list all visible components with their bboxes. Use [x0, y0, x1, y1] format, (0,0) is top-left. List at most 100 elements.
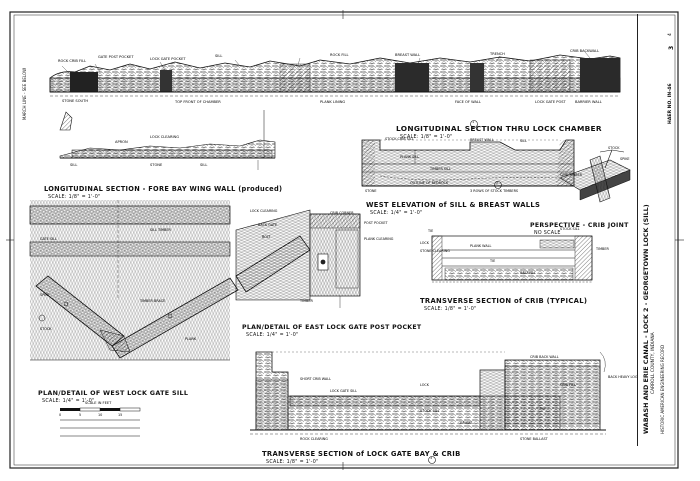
gate-label-crib-fill: CRIB FILL	[560, 383, 576, 387]
crib-label-lock: LOCK	[420, 241, 430, 245]
crib-label-plank-wall: PLANK WALL	[470, 244, 492, 248]
longitudinal-number: 1	[472, 120, 475, 124]
gate-label-lock: LOCK	[420, 383, 430, 387]
title-block-survey: HAER NO. IN-46	[668, 83, 673, 124]
fore-bay-drawing	[59, 110, 276, 170]
caption-fore-bay: LONGITUDINAL SECTION - FORE BAY WING WAL…	[44, 176, 282, 200]
west-elevation-number: 2	[496, 181, 499, 185]
west-label-stock-crib-sill: STOCK CRIB SILL	[385, 137, 414, 141]
scale-tick-5: 5	[79, 413, 81, 417]
transverse-gate-bay-drawing	[250, 351, 606, 435]
gate-label-stone-ballast: STONE BALLAST	[520, 437, 549, 441]
east-label-lock-clearing: LOCK CLEARING	[250, 209, 278, 213]
long-label-trench: TRENCH	[489, 52, 505, 56]
title-block-location: CARROLL COUNTY, INDIANA	[651, 332, 656, 394]
gate-label-lock-gate-sill: LOCK GATE SILL	[330, 389, 357, 393]
west-label-timber-sill: TIMBER SILL	[429, 167, 451, 171]
title-block-agency: HISTORIC AMERICAN ENGINEERING RECORD	[660, 344, 665, 434]
east-label-crib-corner: CRIB CORNER	[330, 211, 354, 215]
east-label-back-gate: BACK GATE	[258, 223, 277, 227]
long-label-top-front: TOP FRONT OF CHAMBER	[174, 100, 221, 104]
wsill-label-gate-sill: GATE SILL	[40, 237, 57, 241]
crib-label-backfill: BACKFILL	[520, 271, 536, 275]
east-label-timber: TIMBER	[299, 299, 313, 303]
east-label-plank-clearing: PLANK CLEARING	[364, 237, 394, 241]
fore-label-stone: STONE	[150, 163, 163, 167]
caption-longitudinal-title: LONGITUDINAL SECTION THRU LOCK CHAMBER	[396, 124, 602, 133]
caption-west-elevation-title: WEST ELEVATION of SILL & BREAST WALLS	[366, 201, 541, 209]
west-label-3-rows: 3 ROWS OF STOCK TIMBERS	[470, 189, 518, 193]
crib-label-timber: TIMBER	[595, 247, 609, 251]
scale-tick-10: 10	[98, 413, 102, 417]
caption-perspective-title: PERSPECTIVE - CRIB JOINT	[530, 222, 629, 229]
long-label-lock-gate-post: LOCK GATE POST	[535, 100, 567, 104]
wsill-label-plank: PLANK	[185, 337, 197, 341]
west-elevation-drawing	[361, 139, 575, 187]
long-label-stone-south: STONE SOUTH	[62, 99, 88, 103]
caption-plan-east-scale: SCALE: 1/4" = 1'-0"	[246, 333, 299, 338]
title-block-sheet: 3	[668, 45, 675, 50]
long-label-face-of-wall: FACE OF WALL	[455, 100, 481, 104]
caption-plan-east-title: PLAN/DETAIL OF EAST LOCK GATE POST POCKE…	[242, 324, 422, 331]
long-label-barrier-wall: BARRIER WALL	[575, 100, 602, 104]
crib-label-tie-2: TIE	[489, 259, 495, 263]
persp-label-crib-timber: CRIB TIMBER	[560, 173, 583, 177]
west-label-sill: SILL	[520, 139, 527, 143]
west-label-bedrock: OUTLINE OF BEDROCK	[410, 181, 449, 185]
caption-west-elevation: WEST ELEVATION of SILL & BREAST WALLS SC…	[366, 192, 540, 216]
caption-west-elevation-scale: SCALE: 1/4" = 1'-0"	[370, 211, 423, 216]
east-post-pocket-plan	[235, 209, 361, 308]
crib-label-tie: TIE	[427, 229, 433, 233]
transverse-crib-drawing	[431, 235, 593, 283]
long-label-plank-lining: PLANK LINING	[320, 100, 345, 104]
caption-transverse-gate: TRANSVERSE SECTION of LOCK GATE BAY & CR…	[262, 441, 461, 465]
scale-bar	[60, 407, 141, 437]
caption-transverse-crib: TRANSVERSE SECTION of CRIB (TYPICAL) SCA…	[420, 288, 587, 312]
long-label-lock-gate-pocket: LOCK GATE POCKET	[150, 57, 186, 61]
west-label-stone: STONE	[365, 189, 377, 193]
wsill-label-sill-timber: SILL TIMBER	[150, 228, 171, 232]
scale-tick-0: 0	[59, 413, 61, 417]
gate-label-stock-sill: STOCK SILL	[420, 409, 440, 413]
gate-label-rock-clearing: ROCK CLEARING	[300, 437, 328, 441]
fore-label-lock-clearing: LOCK CLEARING	[150, 135, 179, 139]
long-label-crib-backwall: CRIB BACKWALL	[570, 49, 599, 53]
caption-fore-bay-scale: SCALE: 1/8" = 1'-0"	[48, 195, 101, 200]
gate-label-tie: TIE	[539, 407, 545, 411]
east-label-post-pocket: POST POCKET	[364, 221, 388, 225]
persp-label-stock: STOCK	[608, 146, 620, 150]
persp-label-spike: SPIKE	[620, 157, 630, 161]
caption-transverse-gate-scale: SCALE: 1/8" = 1'-0"	[266, 460, 319, 465]
gate-label-back-heavy-log: BACK HEAVY LOG	[608, 375, 638, 379]
caption-transverse-crib-scale: SCALE: 1/8" = 1'-0"	[424, 307, 477, 312]
east-label-bolt: BOLT	[262, 235, 271, 239]
long-label-rock-fill: ROCK FILL	[330, 53, 348, 57]
side-note: MARCH LINE - SEE BELOW	[22, 67, 27, 120]
perspective-crib-joint-drawing	[559, 149, 631, 203]
caption-fore-bay-title: LONGITUDINAL SECTION - FORE BAY WING WAL…	[44, 185, 283, 193]
wsill-label-stock: STOCK	[40, 327, 52, 331]
caption-plan-west-title: PLAN/DETAIL OF WEST LOCK GATE SILL	[38, 389, 189, 397]
caption-longitudinal-section: LONGITUDINAL SECTION THRU LOCK CHAMBER S…	[396, 116, 602, 140]
scale-tick-15: 15	[118, 413, 122, 417]
caption-plan-west-scale: SCALE: 1/4" = 1'-0"	[42, 399, 95, 404]
caption-transverse-gate-title: TRANSVERSE SECTION of LOCK GATE BAY & CR…	[262, 450, 461, 458]
long-label-sill: SILL	[215, 54, 222, 58]
west-label-plank-sill: PLANK SILL	[400, 155, 419, 159]
gate-label-crib-back-wall: CRIB BACK WALL	[530, 355, 559, 359]
caption-perspective: PERSPECTIVE - CRIB JOINT NO SCALE	[530, 212, 629, 236]
scale-bar-title: SCALE IN FEET	[85, 401, 112, 405]
fore-label-sill-2: SILL	[200, 163, 207, 167]
west-gate-sill-plan	[29, 200, 239, 361]
gate-label-gravel: GRAVEL	[460, 421, 473, 425]
crib-label-stock-sill: STOCK SILL	[560, 227, 580, 231]
title-block-project: WABASH AND ERIE CANAL - LOCK 2 - GEORGET…	[642, 204, 650, 434]
long-label-gate-post-pocket: GATE POST POCKET	[98, 55, 134, 59]
wsill-label-timber-brace: TIMBER BRACE	[139, 299, 165, 303]
wsill-label-spike: SPIKE	[40, 293, 50, 297]
gate-label-short-crib-wall: SHORT CRIB WALL	[300, 377, 331, 381]
fore-label-sill-1: SILL	[70, 163, 77, 167]
title-block-of: 4	[668, 33, 673, 36]
caption-transverse-crib-title: TRANSVERSE SECTION of CRIB (TYPICAL)	[420, 297, 588, 305]
